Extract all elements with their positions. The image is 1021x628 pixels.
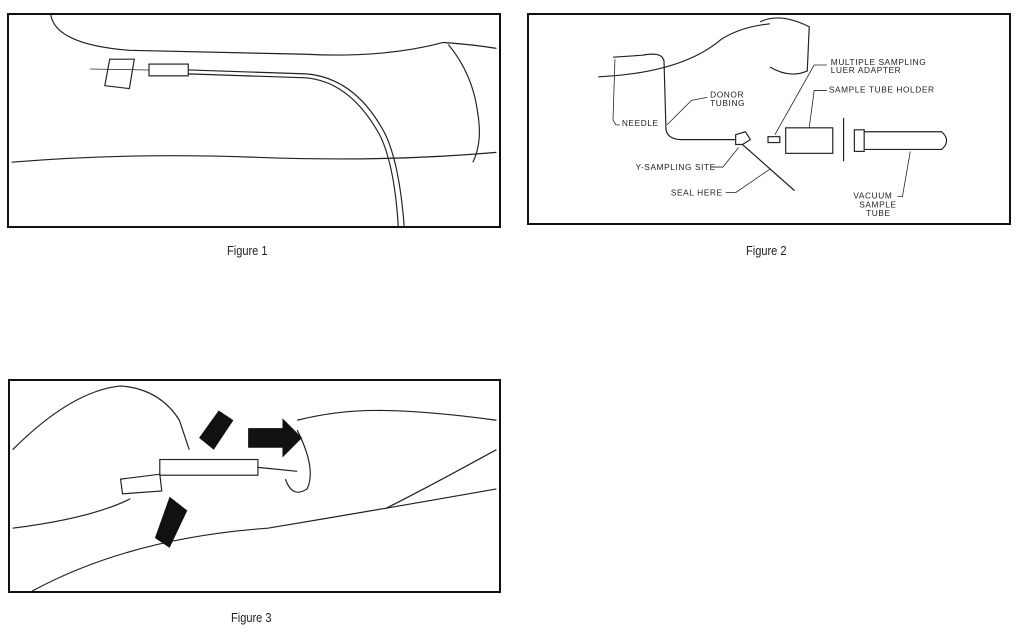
figure-2-caption: Figure 2 [746,243,787,258]
figure-1-illustration [11,15,497,226]
label-holder: SAMPLE TUBE HOLDER [829,85,935,95]
label-vacuum-1: VACUUM [853,190,892,200]
figure-1 [7,13,501,228]
label-donor-tubing-1: DONOR [710,89,744,99]
figure-1-caption: Figure 1 [227,243,268,258]
arrow-down-icon [199,410,234,450]
label-vacuum-2: SAMPLE [859,199,896,209]
figure-3-caption: Figure 3 [231,610,272,625]
figure-3 [8,379,501,593]
label-vacuum-3: TUBE [866,208,891,218]
label-luer-1: MULTIPLE SAMPLING [831,57,926,67]
label-donor-tubing-2: TUBING [710,98,745,108]
arrow-right-icon [248,418,303,458]
figure-2-diagram: NEEDLE DONOR TUBING MULTIPLE SAMPLING LU… [598,17,948,218]
figure-2: NEEDLE DONOR TUBING MULTIPLE SAMPLING LU… [527,13,1011,225]
label-luer-2: LUER ADAPTER [831,65,901,75]
arrow-up-icon [154,496,188,548]
label-seal: SEAL HERE [671,188,723,198]
label-y-site: Y-SAMPLING SITE [636,162,716,172]
label-needle: NEEDLE [622,118,659,128]
figure-3-illustration [12,385,497,591]
